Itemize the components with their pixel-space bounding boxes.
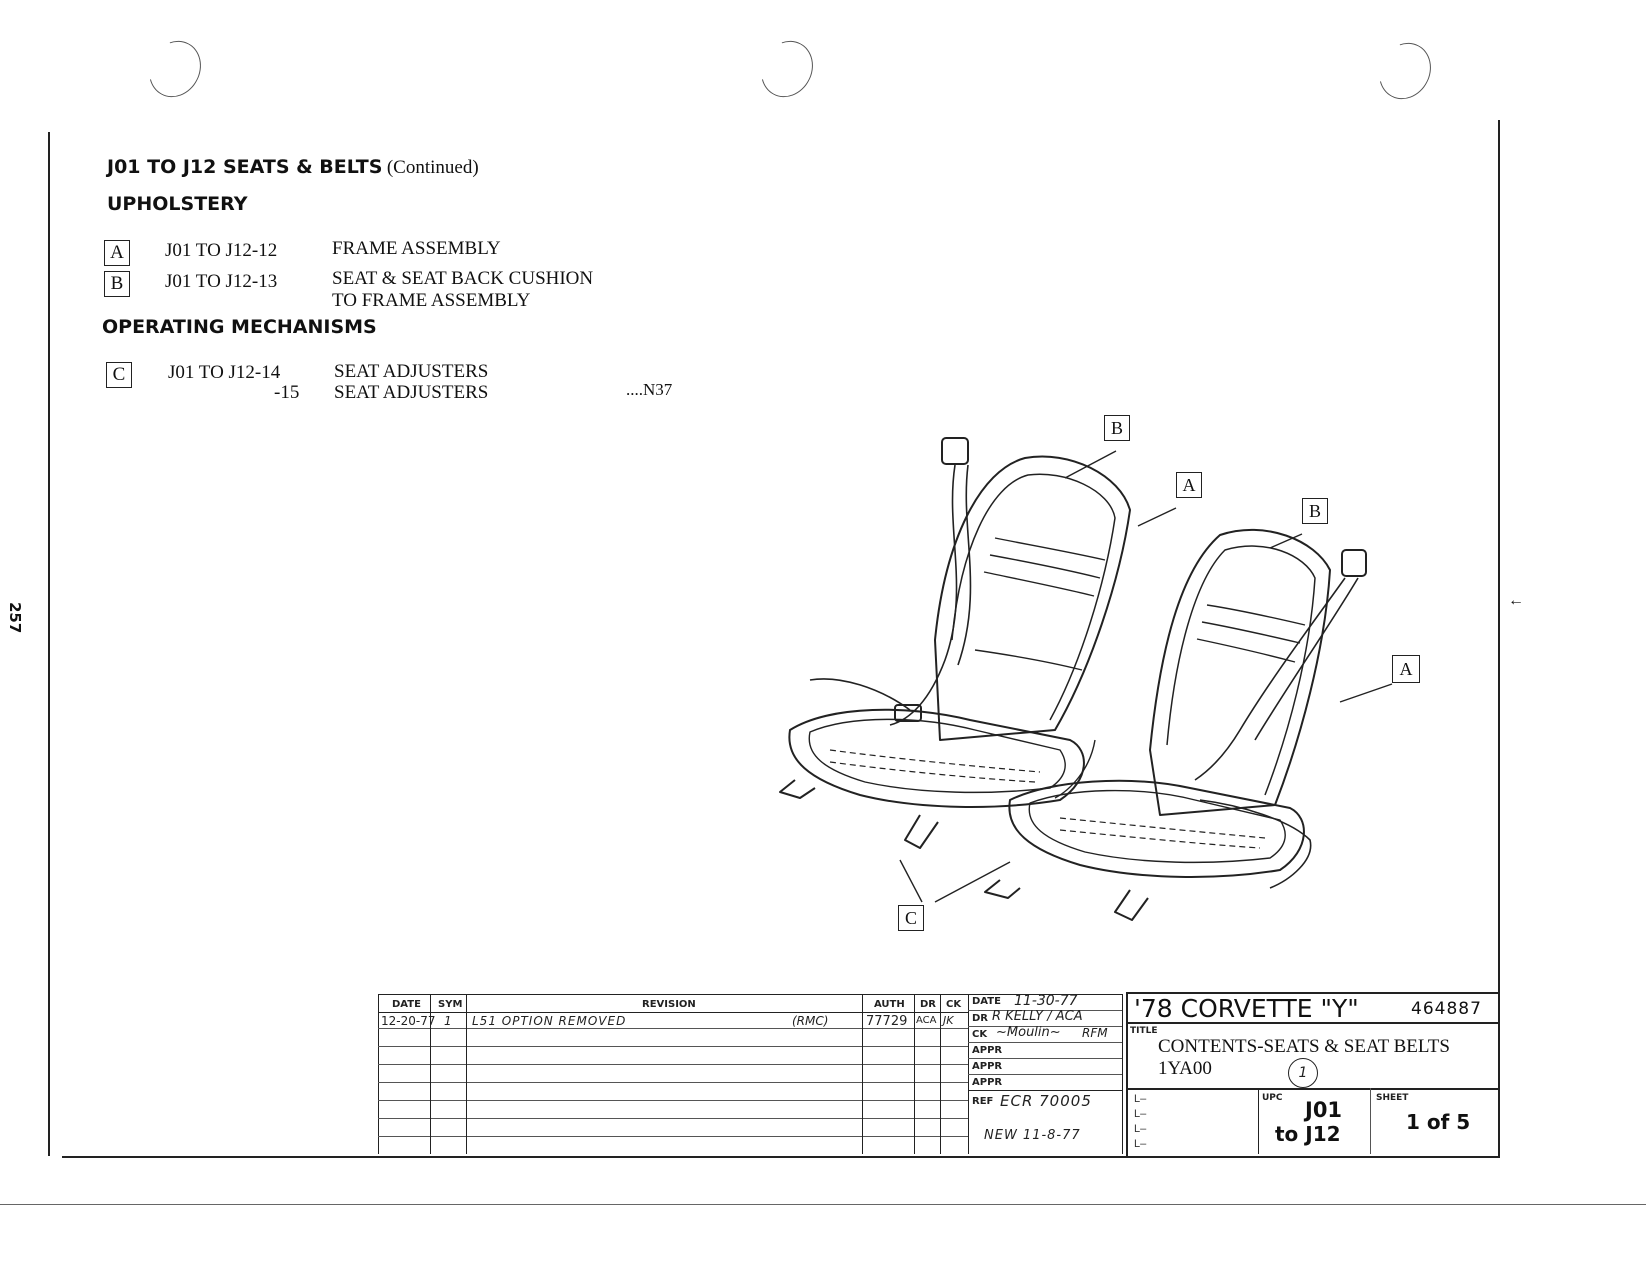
item-code: J01 TO J12-14	[168, 362, 281, 383]
approval-ck-label: CK	[972, 1029, 988, 1040]
approval-ck-signature: ~Moulin~	[996, 1025, 1061, 1040]
item-desc-secondary: SEAT ADJUSTERS	[334, 382, 489, 403]
margin-arrow: ←	[1508, 592, 1524, 609]
reference-label: REF	[972, 1096, 994, 1107]
approval-appr-label: APPR	[972, 1077, 1003, 1088]
approval-appr-label: APPR	[972, 1061, 1003, 1072]
sheet-label: SHEET	[1376, 1093, 1409, 1103]
seats-illustration	[779, 437, 1367, 921]
right-border-line	[1498, 120, 1500, 1156]
revision-date: 12-20-77	[381, 1014, 436, 1028]
drawing-title-line1: CONTENTS-SEATS & SEAT BELTS	[1158, 1036, 1450, 1057]
item-desc: SEAT & SEAT BACK CUSHION	[332, 268, 594, 289]
section-title-operating-mechanisms: OPERATING MECHANISMS	[102, 316, 377, 338]
revision-header-ck: CK	[946, 999, 962, 1010]
lower-left-ticks: L–L–L–L–	[1134, 1093, 1147, 1150]
approval-ck-value: RFM	[1082, 1026, 1108, 1040]
page-heading: J01 TO J12 SEATS & BELTS (Continued)	[107, 156, 479, 179]
model-title: '78 CORVETTE "Y"	[1134, 994, 1359, 1023]
section-title-upholstery: UPHOLSTERY	[107, 193, 248, 215]
item-key-box: C	[106, 362, 132, 388]
heading-prefix: J01 TO J12 SEATS & BELTS	[107, 156, 383, 178]
callout-label: A	[1176, 472, 1202, 498]
new-date-value: NEW 11-8-77	[984, 1128, 1081, 1143]
title-block: DATE SYM REVISION AUTH DR CK 12-20-77 1 …	[378, 992, 1500, 1156]
revision-header-date: DATE	[392, 999, 421, 1010]
approval-appr-label: APPR	[972, 1045, 1003, 1056]
approval-date-label: DATE	[972, 996, 1001, 1007]
sheet-circle-number: 1	[1288, 1058, 1318, 1088]
approval-dr-value: R KELLY / ACA	[992, 1009, 1083, 1024]
bottom-border-line	[62, 1156, 1500, 1158]
item-code: J01 TO J12-13	[165, 271, 278, 292]
revision-header-auth: AUTH	[874, 999, 905, 1010]
revision-text: L51 OPTION REMOVED	[472, 1014, 627, 1028]
item-key-box: B	[104, 271, 130, 297]
sheet-bottom-line	[0, 1204, 1646, 1205]
callout-label: B	[1302, 498, 1328, 524]
revision-header-sym: SYM	[438, 999, 463, 1010]
revision-auth: 77729	[866, 1014, 908, 1029]
upc-value-line1: J01	[1305, 1098, 1343, 1122]
item-code: J01 TO J12-12	[165, 240, 278, 261]
drawing-title-line2: 1YA00	[1158, 1058, 1212, 1079]
drawing-number: 464887	[1411, 999, 1482, 1019]
reference-value: ECR 70005	[1000, 1092, 1092, 1110]
revision-header-dr: DR	[920, 999, 937, 1010]
item-desc-continued: TO FRAME ASSEMBLY	[332, 290, 531, 311]
approval-date-value: 11-30-77	[1014, 993, 1078, 1009]
revision-sym: 1	[444, 1014, 452, 1028]
title-label: TITLE	[1130, 1026, 1158, 1036]
item-desc: FRAME ASSEMBLY	[332, 238, 501, 259]
heading-suffix: (Continued)	[386, 157, 479, 178]
item-desc: SEAT ADJUSTERS	[334, 361, 489, 382]
left-border-line	[48, 132, 50, 1156]
callout-label: B	[1104, 415, 1130, 441]
revision-note: (RMC)	[792, 1014, 829, 1028]
revision-ck: JK	[943, 1014, 954, 1027]
item-key-box: A	[104, 240, 130, 266]
revision-header-revision: REVISION	[642, 999, 696, 1010]
upc-label: UPC	[1262, 1093, 1283, 1103]
revision-dr: ACA	[916, 1015, 937, 1026]
sheet-value: 1 of 5	[1406, 1110, 1471, 1134]
approval-dr-label: DR	[972, 1013, 989, 1024]
item-code-secondary: -15	[274, 382, 300, 403]
upc-value-line2: to J12	[1275, 1122, 1341, 1146]
callout-label: C	[898, 905, 924, 931]
callout-label: A	[1392, 655, 1420, 683]
item-reference: ....N37	[626, 380, 673, 399]
